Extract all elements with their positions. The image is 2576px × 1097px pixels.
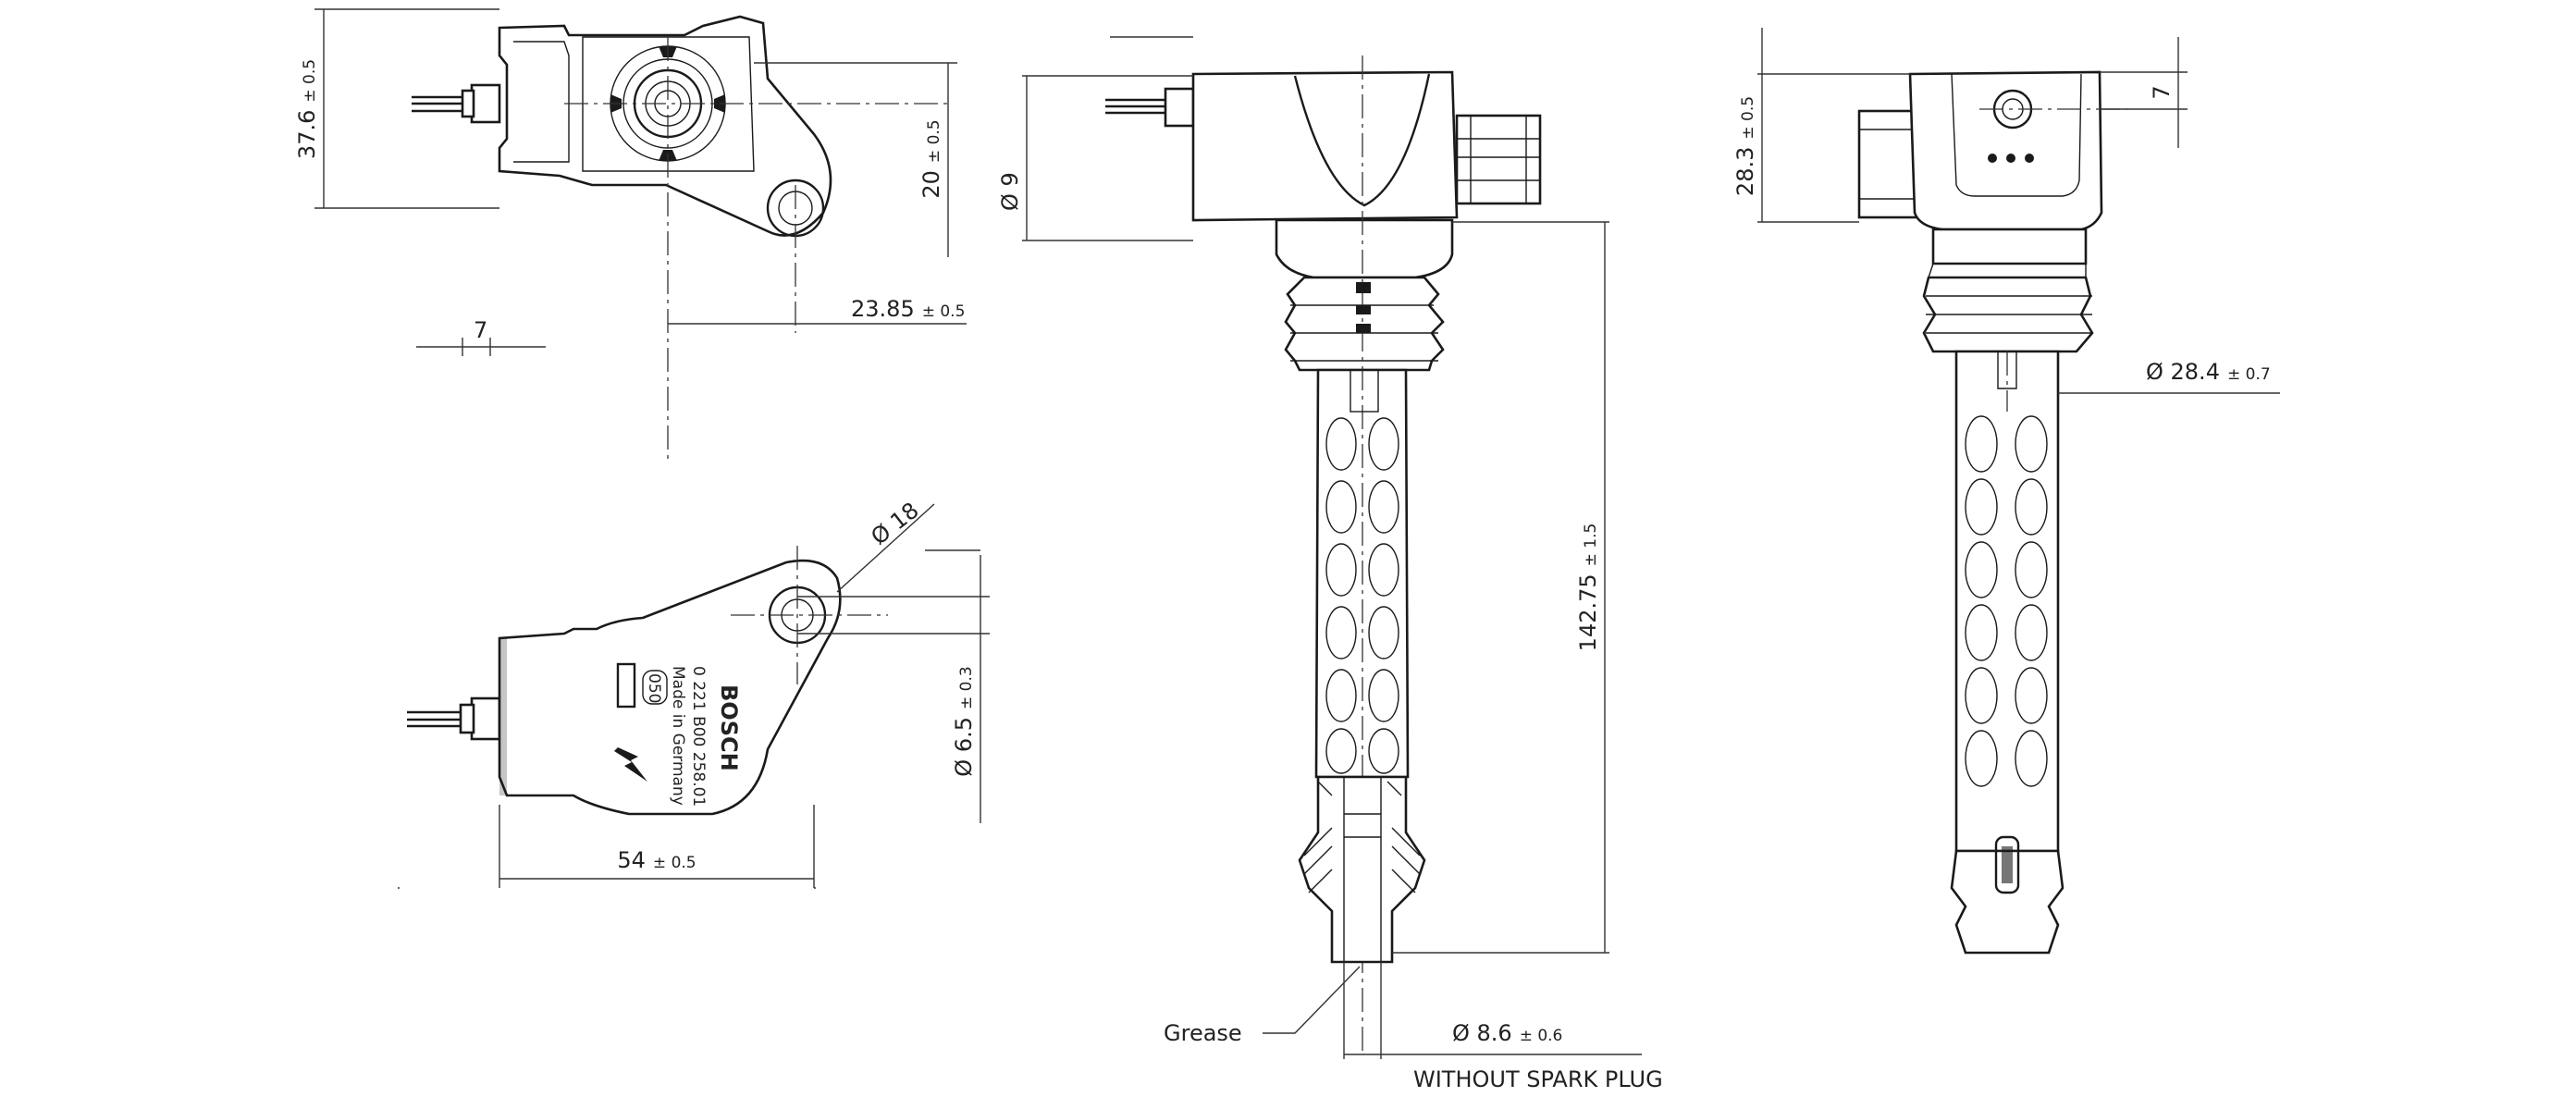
- side-height-dim: 28.3± 0.5: [1732, 96, 1758, 196]
- boot-dia-dim: Ø 28.4± 0.7: [2146, 359, 2271, 385]
- side-tube-ribs: [1965, 415, 2048, 787]
- front-view-dimensions: Ø 9 142.75± 1.5 Ø 8.6± 0.6 Grease WITHOU…: [997, 36, 1663, 1092]
- spark-plug-note: WITHOUT SPARK PLUG: [1413, 1066, 1663, 1092]
- tube-ribs: [1325, 417, 1399, 774]
- grease-label: Grease: [1164, 1020, 1242, 1046]
- side-view-dimensions: 28.3± 0.5 7 Ø 28.4± 0.7: [1732, 28, 2280, 394]
- plate-part-number: 0 221 B00 258.01: [689, 666, 708, 807]
- tip-dia-dim: Ø 8.6± 0.6: [1452, 1020, 1562, 1046]
- top-view-dimensions: 37.6± 0.5 20± 0.5 23.85± 0.5 7: [294, 8, 967, 462]
- mount-hole-dim: Ø 6.5± 0.3: [951, 666, 977, 776]
- top-height-dim: 37.6± 0.5: [294, 59, 320, 159]
- connector-offset-dim: 20± 0.5: [918, 119, 944, 198]
- side-view: [1857, 70, 2103, 955]
- front-view: [1105, 55, 1542, 1054]
- side-connector-dim: 7: [2149, 85, 2175, 99]
- flange-hole-dim: Ø 18: [866, 498, 923, 550]
- hole-offset-dim: 23.85± 0.5: [851, 296, 965, 322]
- top-view: [412, 15, 832, 238]
- body-width-dim: 54± 0.5: [617, 847, 696, 873]
- plate-code: 050: [645, 673, 663, 703]
- pin-width-dim: 7: [474, 317, 487, 343]
- plate-origin: Made in Germany: [669, 666, 687, 806]
- wire-dia-dim: Ø 9: [997, 172, 1023, 211]
- plate-brand: BOSCH: [716, 684, 742, 771]
- bottom-view: BOSCH 0 221 B00 258.01 Made in Germany 0…: [407, 559, 842, 816]
- overall-length-dim: 142.75± 1.5: [1575, 524, 1601, 652]
